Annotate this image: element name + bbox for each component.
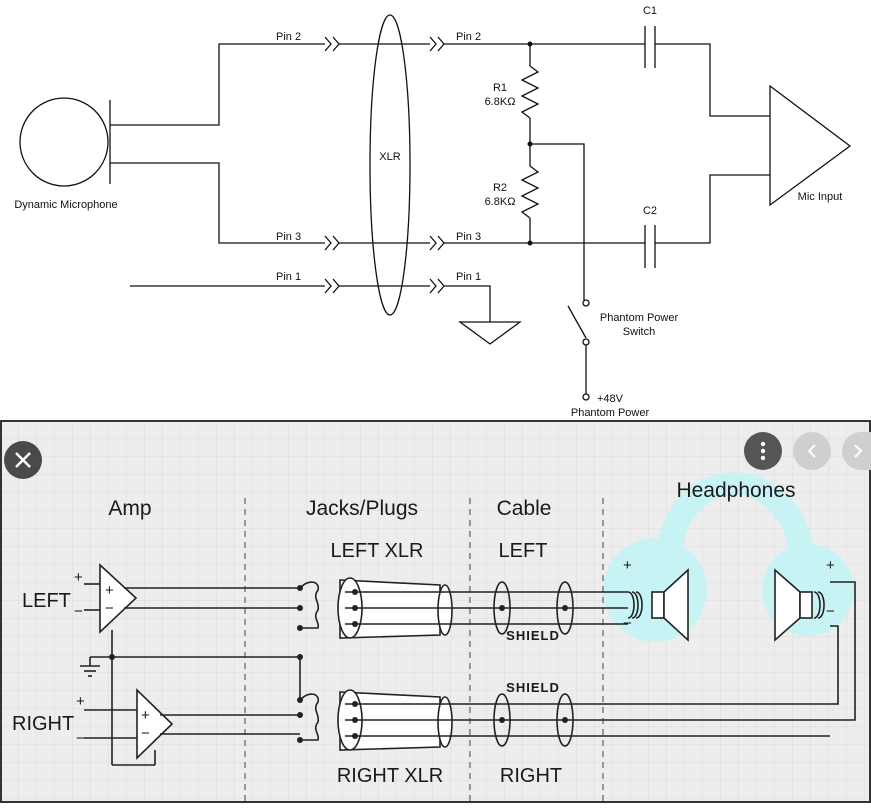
- wiring-svg: Amp Jacks/Plugs Cable Headphones LEFT XL…: [0, 420, 871, 803]
- left-amp-symbol: [99, 563, 138, 634]
- amp-right-label: RIGHT: [12, 713, 74, 735]
- right-input-minus: −: [76, 730, 85, 747]
- cable-right-label: RIGHT: [500, 765, 562, 787]
- next-image-button[interactable]: [842, 432, 871, 470]
- left-amp-plus: +: [105, 582, 114, 599]
- left-amp-minus: −: [105, 600, 114, 617]
- right-amp-minus: −: [141, 725, 150, 742]
- supply-label-line2: Phantom Power: [571, 407, 650, 419]
- microphone-symbol: [19, 97, 109, 187]
- left-speaker-cone: [663, 568, 689, 642]
- chevron-right-icon: [854, 444, 863, 458]
- right-headphone-minus: −: [826, 603, 835, 620]
- right-input-plus: +: [76, 693, 85, 710]
- supply-label-line1: +48V: [597, 393, 624, 405]
- right-xlr-label: RIGHT XLR: [337, 765, 443, 787]
- more-vert-icon: [760, 441, 766, 461]
- r2-value: 6.8KΩ: [485, 196, 516, 208]
- right-cable-shield-1: [493, 693, 511, 747]
- left-cable-shield-2: [556, 581, 574, 635]
- r2-name: R2: [493, 182, 507, 194]
- pin3-left-label: Pin 3: [276, 231, 301, 243]
- right-jack-contacts: [299, 693, 320, 741]
- amp-left-label: LEFT: [22, 590, 71, 612]
- mic-input-amp-symbol: [769, 84, 852, 207]
- c1-label: C1: [643, 5, 657, 17]
- left-headphone-minus: −: [623, 615, 632, 632]
- shield-top-label: SHIELD: [506, 628, 560, 643]
- column-cable-title: Cable: [497, 497, 552, 520]
- r1-value: 6.8KΩ: [485, 96, 516, 108]
- column-amp-title: Amp: [108, 497, 151, 520]
- pin2-left-label: Pin 2: [276, 31, 301, 43]
- cable-left-label: LEFT: [499, 540, 548, 562]
- column-jacks-title: Jacks/Plugs: [306, 497, 418, 520]
- close-button[interactable]: [4, 441, 42, 479]
- phantom-switch-symbol: [567, 305, 587, 339]
- close-icon: [15, 452, 31, 468]
- xlr-connector-symbol: [369, 14, 411, 316]
- right-amp-plus: +: [141, 707, 150, 724]
- right-headphone-coil: [813, 591, 825, 619]
- pin2-right-label: Pin 2: [456, 31, 481, 43]
- right-headphone-plus: +: [826, 557, 835, 574]
- mic-input-label: Mic Input: [798, 191, 843, 203]
- pin3-right-label: Pin 3: [456, 231, 481, 243]
- r1-symbol: [520, 65, 540, 119]
- shield-bottom-label: SHIELD: [506, 680, 560, 695]
- left-headphone-plus: +: [623, 557, 632, 574]
- ground-symbol: [458, 321, 522, 345]
- r1-name: R1: [493, 82, 507, 94]
- pin1-left-label: Pin 1: [276, 271, 301, 283]
- right-amp-symbol: [136, 688, 174, 760]
- microphone-label: Dynamic Microphone: [14, 199, 117, 211]
- column-headphones-title: Headphones: [676, 479, 795, 502]
- pin1-right-label: Pin 1: [456, 271, 481, 283]
- left-xlr-label: LEFT XLR: [331, 540, 424, 562]
- schematic-svg: Pin 2 Pin 3 Pin 1 Pin 2 Pin 3 Pin 1 XLR …: [14, 5, 852, 419]
- c2-label: C2: [643, 205, 657, 217]
- left-input-minus: −: [74, 603, 83, 620]
- chevron-left-icon: [807, 444, 816, 458]
- more-options-button[interactable]: [744, 432, 782, 470]
- switch-label-line2: Switch: [623, 326, 655, 338]
- headphone-wiring-diagram: Amp Jacks/Plugs Cable Headphones LEFT XL…: [0, 420, 871, 803]
- left-cable-shield-1: [493, 581, 511, 635]
- xlr-label: XLR: [379, 151, 400, 163]
- r2-symbol: [520, 165, 540, 219]
- left-input-plus: +: [74, 569, 83, 586]
- switch-label-line1: Phantom Power: [600, 312, 679, 324]
- phantom-power-schematic: Pin 2 Pin 3 Pin 1 Pin 2 Pin 3 Pin 1 XLR …: [14, 5, 852, 419]
- pin-chevrons: [324, 36, 445, 294]
- right-cable-shield-2: [556, 693, 574, 747]
- previous-image-button[interactable]: [793, 432, 831, 470]
- left-headphone-coil: [627, 591, 643, 619]
- left-jack-contacts: [299, 581, 320, 629]
